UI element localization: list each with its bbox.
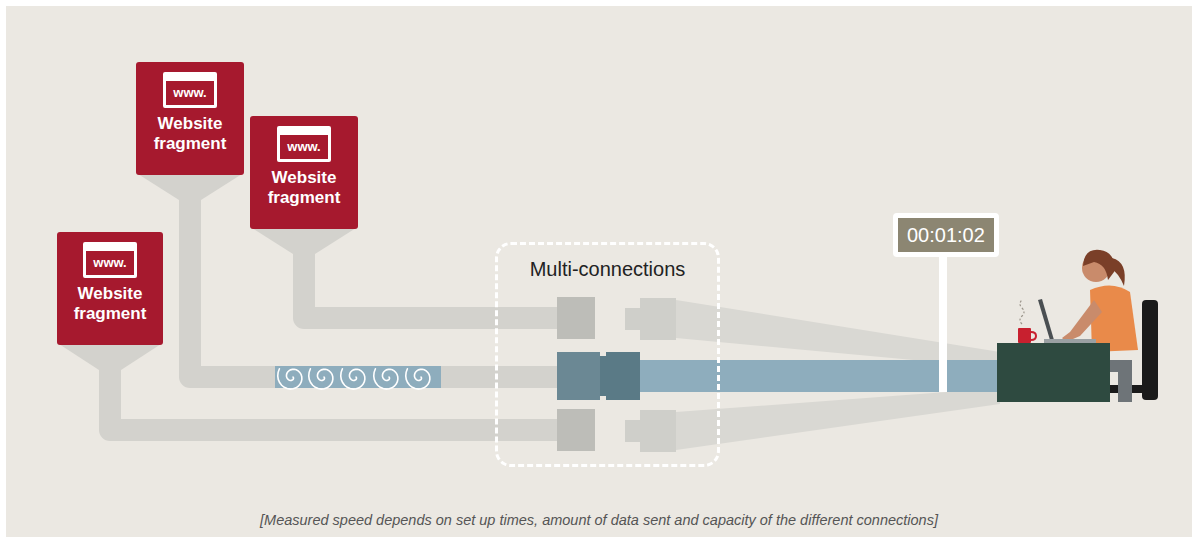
data-in-transit [275,366,441,389]
person-at-desk [997,250,1158,402]
www-icon: www. [163,72,217,108]
website-fragment-box: www. Website fragment [57,232,163,345]
website-fragment-box: www. Website fragment [250,116,358,229]
multi-connections-box: Multi-connections [495,242,720,467]
pipe-continuations [494,307,558,441]
timer-box: 00:01:02 [893,213,999,257]
swirl-symbol [278,369,302,389]
fragment-label: Website fragment [254,168,354,208]
timer-value: 00:01:02 [907,223,985,247]
timer-pole [939,255,947,392]
swirl-symbol [341,369,365,389]
www-icon: www. [277,126,331,162]
connection-pipe [110,345,495,430]
swirl-symbol [374,369,398,389]
caption: [Measured speed depends on set up times,… [0,512,1198,528]
fragment-label: Website fragment [140,114,240,154]
swirl-symbol [309,369,333,389]
swirl-symbol [406,369,430,389]
website-fragment-box: www. Website fragment [136,62,244,175]
www-icon: www. [83,242,137,278]
group-label: Multi-connections [530,257,686,281]
fragment-label: Website fragment [61,284,159,324]
connector-blocks [557,297,1000,452]
